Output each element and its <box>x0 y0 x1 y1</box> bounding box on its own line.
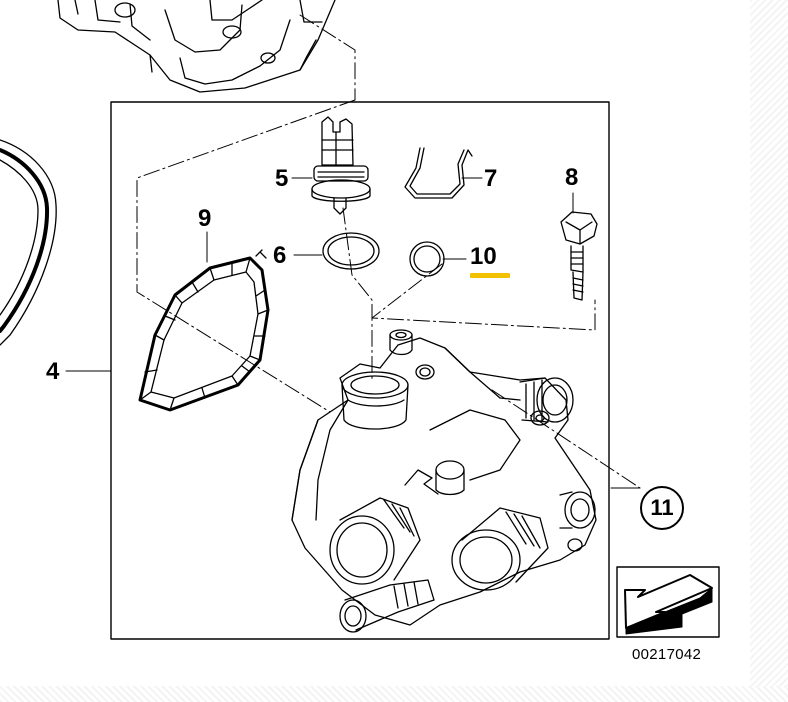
small-o-ring-illustration <box>409 241 445 277</box>
callout-10-highlight-bar <box>470 273 510 278</box>
retaining-clip-illustration <box>404 147 473 199</box>
thermostat-housing-illustration <box>291 329 597 633</box>
assembly-guide-lines <box>136 14 641 489</box>
drive-belt-illustration <box>0 139 57 346</box>
callout-circle-11: 11 <box>640 486 684 530</box>
callout-label-6: 6 <box>273 242 287 269</box>
diagram-reference-number: 00217042 <box>632 646 702 663</box>
callout-label-4: 4 <box>46 358 60 385</box>
callout-label-7: 7 <box>484 165 498 192</box>
cylinder-head-illustration <box>57 0 336 93</box>
callout-leader-lines <box>65 177 641 489</box>
callout-label-11: 11 <box>650 495 674 520</box>
callout-label-5: 5 <box>275 165 289 192</box>
sensor-o-ring-illustration <box>322 232 380 270</box>
callout-label-8: 8 <box>565 164 579 191</box>
temperature-sensor-illustration <box>311 116 371 215</box>
callout-label-10: 10 <box>470 243 497 270</box>
view-direction-box <box>616 566 720 638</box>
housing-gasket-illustration <box>138 249 270 412</box>
page-edge-bottom <box>0 686 788 702</box>
bleed-screw-illustration <box>560 211 598 301</box>
callout-label-9: 9 <box>198 205 212 232</box>
page-edge-right <box>750 0 788 702</box>
